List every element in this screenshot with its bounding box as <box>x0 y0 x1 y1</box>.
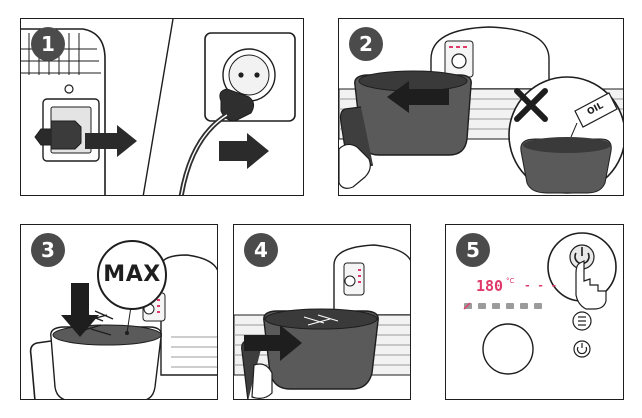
unplug-illustration <box>21 19 296 195</box>
step-3-panel: MAX 3 <box>20 224 218 400</box>
insert-basket-illustration <box>234 244 410 399</box>
step-number-badge: 2 <box>349 27 383 61</box>
step-number: 3 <box>41 238 55 262</box>
control-panel-illustration <box>463 232 617 375</box>
step-number-badge: 1 <box>31 27 65 61</box>
temperature-unit: °C <box>506 277 515 285</box>
step-4-panel: 4 <box>233 224 411 400</box>
step-number-badge: 3 <box>31 233 65 267</box>
temperature-display: 180 <box>476 277 504 295</box>
step-1-panel: 1 <box>20 18 304 196</box>
step-number: 2 <box>359 32 373 56</box>
step-number: 1 <box>41 32 55 56</box>
fill-basket-illustration <box>29 254 217 399</box>
max-label: MAX <box>103 262 161 287</box>
step-number-badge: 4 <box>244 233 278 267</box>
step-2-panel: OIL 2 <box>338 18 624 196</box>
step-number: 4 <box>254 238 268 262</box>
step-number: 5 <box>466 238 480 262</box>
remove-basket-illustration: OIL <box>339 26 623 194</box>
time-display: - - - <box>524 279 558 292</box>
step-5-panel: 180 °C - - - 5 <box>445 224 624 400</box>
max-fill-callout: MAX <box>97 240 167 310</box>
step-number-badge: 5 <box>456 233 490 267</box>
